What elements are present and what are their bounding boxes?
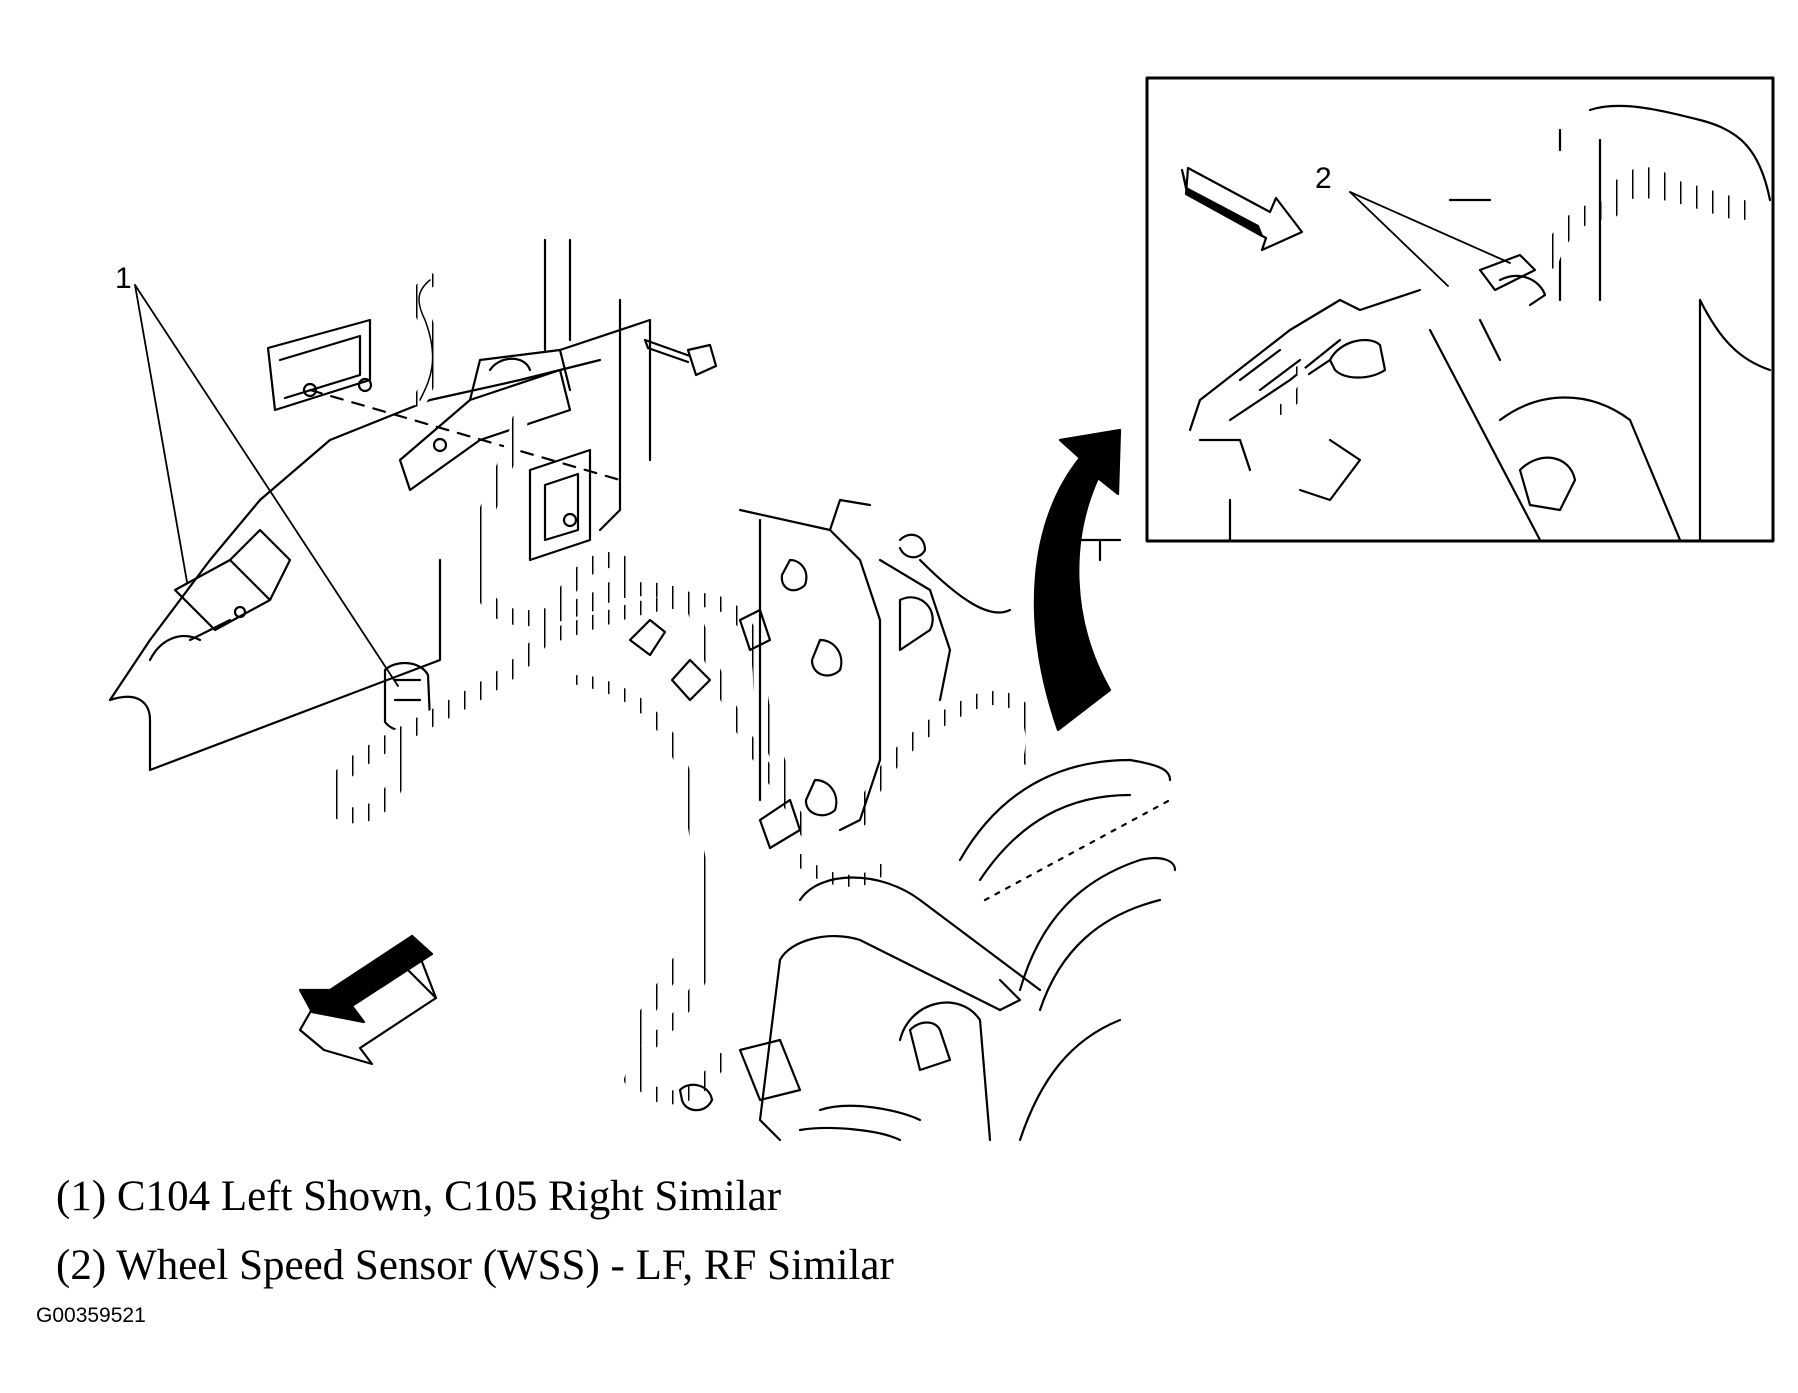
legend-item-1: (1) C104 Left Shown, C105 Right Similar	[56, 1173, 782, 1220]
body-panel-outlines	[108, 238, 652, 772]
inset-direction-arrow	[1180, 166, 1304, 252]
front-direction-arrow	[298, 934, 438, 1066]
figure-legend: (1) C104 Left Shown, C105 Right Similar …	[56, 1162, 894, 1300]
connector-c104	[173, 528, 292, 642]
bolt	[643, 338, 718, 377]
callout-2-label: 2	[1315, 162, 1332, 195]
callout-1-leaders	[134, 284, 399, 687]
brake-caliper	[678, 876, 1042, 1142]
steering-knuckle	[738, 498, 1122, 832]
legend-item-2: (2) Wheel Speed Sensor (WSS) - LF, RF Si…	[56, 1242, 894, 1289]
detail-inset	[1145, 76, 1775, 543]
brake-rotor	[958, 758, 1177, 1142]
harness-clips	[628, 608, 802, 850]
callout-1-label: 1	[115, 262, 132, 295]
detail-view-arrow	[1033, 428, 1122, 732]
figure-id: G00359521	[36, 1304, 146, 1327]
callout-2-leaders	[1349, 191, 1511, 287]
mounting-bracket	[302, 348, 622, 528]
wiring-harness	[323, 273, 1040, 1105]
